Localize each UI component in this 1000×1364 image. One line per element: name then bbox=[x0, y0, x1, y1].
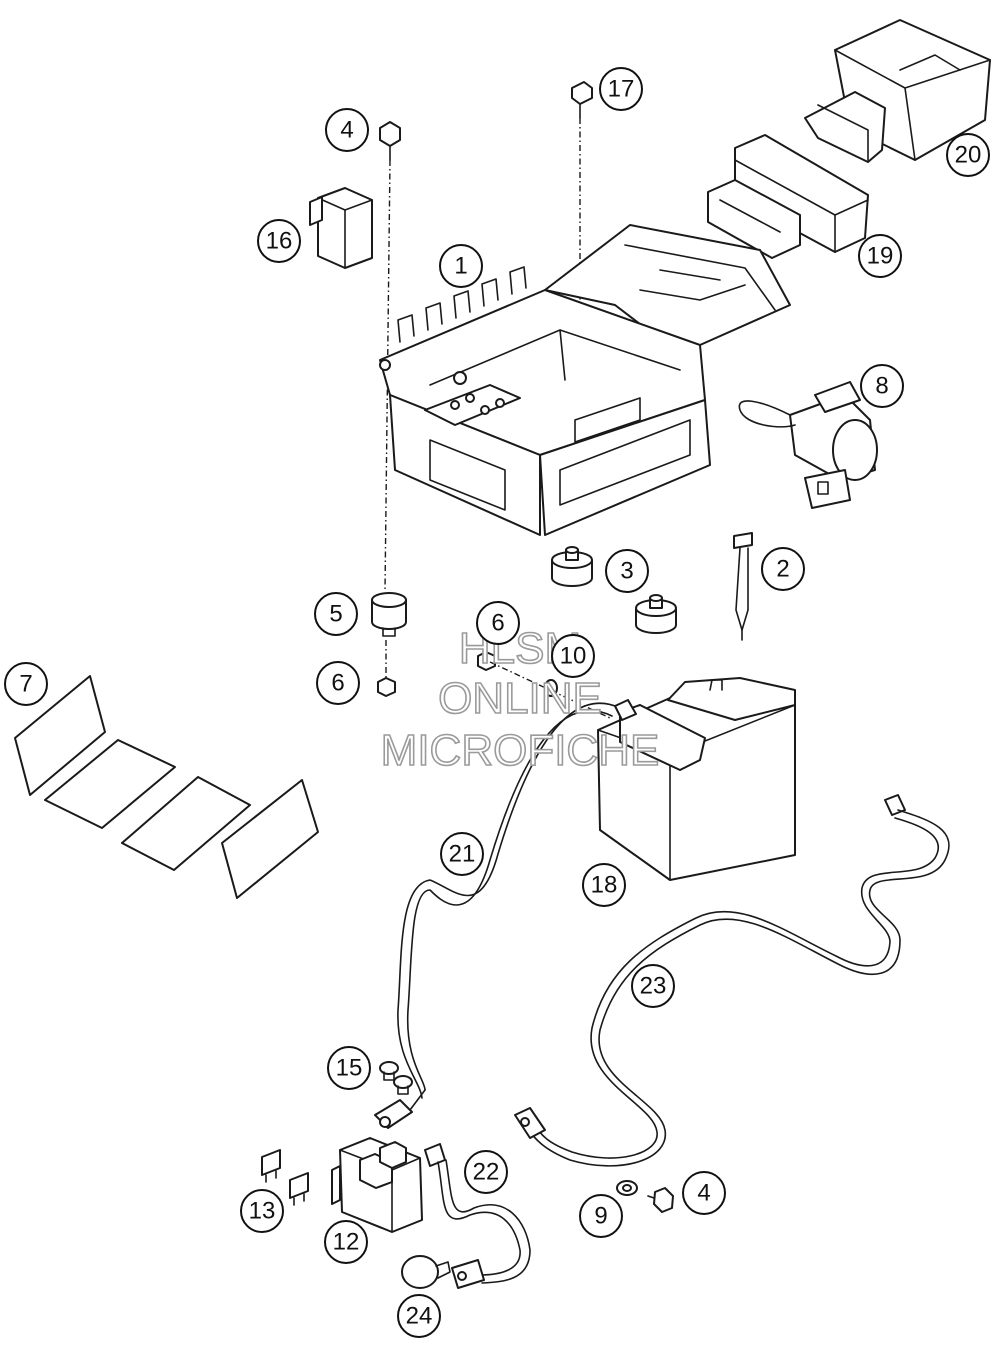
callout-7: 7 bbox=[4, 662, 48, 706]
svg-text:12: 12 bbox=[333, 1229, 360, 1256]
watermark: HLSM ONLINE MICROFICHE bbox=[380, 623, 660, 776]
svg-text:24: 24 bbox=[406, 1303, 433, 1330]
part-10-washer bbox=[544, 679, 558, 697]
callout-24: 24 bbox=[397, 1294, 441, 1338]
part-4-bolt-top bbox=[379, 121, 401, 161]
callout-21: 21 bbox=[440, 832, 484, 876]
callout-22: 22 bbox=[464, 1150, 508, 1194]
callout-5: 5 bbox=[314, 592, 358, 636]
svg-text:21: 21 bbox=[449, 841, 476, 868]
callout-16: 16 bbox=[257, 219, 301, 263]
svg-text:23: 23 bbox=[640, 973, 667, 1000]
part-16-relay bbox=[309, 187, 373, 269]
svg-text:6: 6 bbox=[491, 610, 504, 637]
svg-text:1: 1 bbox=[454, 253, 467, 280]
callout-4-bottom: 4 bbox=[682, 1171, 726, 1215]
part-4-bolt-bottom bbox=[647, 1187, 674, 1213]
svg-text:19: 19 bbox=[867, 243, 894, 270]
callout-4-top: 4 bbox=[325, 108, 369, 152]
svg-text:7: 7 bbox=[19, 671, 32, 698]
svg-text:20: 20 bbox=[955, 142, 982, 169]
part-9-washer bbox=[616, 1180, 638, 1196]
callout-1: 1 bbox=[439, 244, 483, 288]
callout-9: 9 bbox=[579, 1194, 623, 1238]
svg-text:2: 2 bbox=[776, 556, 789, 583]
svg-text:4: 4 bbox=[340, 117, 353, 144]
svg-text:17: 17 bbox=[608, 76, 635, 103]
watermark-line-3: MICROFICHE bbox=[381, 726, 660, 775]
part-6-nuts bbox=[377, 651, 496, 697]
callout-13: 13 bbox=[240, 1189, 284, 1233]
svg-text:6: 6 bbox=[331, 670, 344, 697]
part-19-control-unit bbox=[707, 134, 869, 259]
svg-text:10: 10 bbox=[560, 643, 587, 670]
part-5-damper bbox=[371, 592, 407, 637]
callout-20: 20 bbox=[946, 133, 990, 177]
svg-text:3: 3 bbox=[620, 558, 633, 585]
leader-6-battery bbox=[489, 661, 611, 719]
part-12-starter-relay bbox=[331, 1137, 423, 1233]
part-17-bolt bbox=[571, 81, 593, 119]
callout-8: 8 bbox=[860, 364, 904, 408]
part-20-control-unit bbox=[804, 19, 991, 163]
part-2-strap bbox=[733, 532, 753, 641]
callout-6-nut-left: 6 bbox=[316, 661, 360, 705]
callout-12: 12 bbox=[324, 1220, 368, 1264]
part-3-rubber-buffers bbox=[551, 546, 677, 634]
svg-text:13: 13 bbox=[249, 1198, 276, 1225]
callout-10: 10 bbox=[551, 634, 595, 678]
part-18-battery bbox=[597, 677, 796, 881]
part-22-cable bbox=[424, 1143, 531, 1289]
part-21-cable bbox=[374, 699, 637, 1129]
callout-3: 3 bbox=[605, 549, 649, 593]
part-7-sheets bbox=[14, 675, 319, 899]
part-1-battery-carrier bbox=[379, 224, 791, 536]
part-23-cable bbox=[514, 794, 950, 1167]
callout-15: 15 bbox=[327, 1046, 371, 1090]
part-13-fuses bbox=[261, 1149, 309, 1206]
callout-18: 18 bbox=[582, 863, 626, 907]
callout-2: 2 bbox=[761, 547, 805, 591]
part-8-horn bbox=[738, 381, 878, 509]
svg-text:22: 22 bbox=[473, 1159, 500, 1186]
svg-text:4: 4 bbox=[697, 1180, 710, 1207]
callout-6-nut-right: 6 bbox=[476, 601, 520, 645]
callout-19: 19 bbox=[858, 234, 902, 278]
svg-text:15: 15 bbox=[336, 1055, 363, 1082]
callout-23: 23 bbox=[631, 964, 675, 1008]
svg-text:9: 9 bbox=[594, 1203, 607, 1230]
callout-17: 17 bbox=[599, 67, 643, 111]
part-15-screws bbox=[379, 1061, 413, 1095]
svg-text:8: 8 bbox=[875, 373, 888, 400]
leader-4-5 bbox=[384, 159, 391, 591]
part-24-cap bbox=[401, 1255, 451, 1289]
svg-text:18: 18 bbox=[591, 872, 618, 899]
svg-text:5: 5 bbox=[329, 601, 342, 628]
watermark-line-2: ONLINE bbox=[438, 674, 602, 723]
svg-text:16: 16 bbox=[266, 228, 293, 255]
